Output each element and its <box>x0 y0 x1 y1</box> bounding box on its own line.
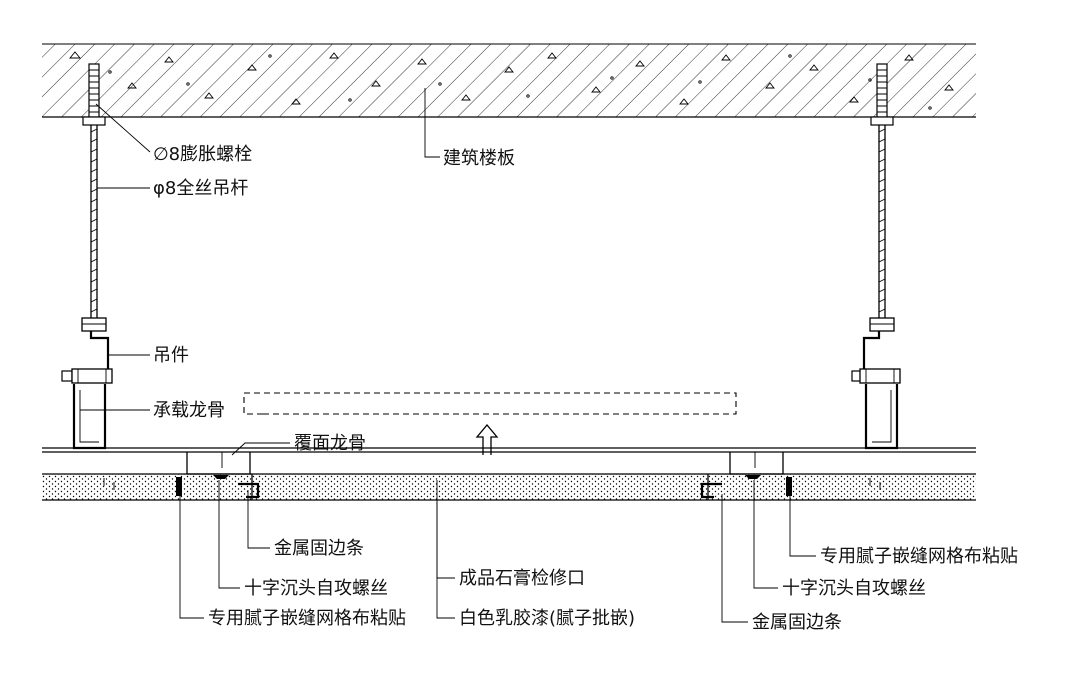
label-mesh-tape-right: 专用腻子嵌缝网格布粘贴 <box>820 546 1018 567</box>
right-hanger-assembly <box>851 63 901 450</box>
left-hanger-assembly <box>61 63 113 450</box>
gypsum-board-layer <box>42 473 976 501</box>
labels: ∅8膨胀螺栓 φ8全丝吊杆 建筑楼板 吊件 承载龙骨 覆面龙骨 金属固边条 十字… <box>153 144 1018 633</box>
label-expansion-bolt: ∅8膨胀螺栓 <box>153 144 252 165</box>
label-cover-keel: 覆面龙骨 <box>294 433 366 454</box>
label-floor-slab: 建筑楼板 <box>443 148 515 169</box>
label-main-keel: 承载龙骨 <box>153 400 225 421</box>
label-latex-paint: 白色乳胶漆(腻子批嵌) <box>459 608 635 629</box>
leader-lines <box>80 88 816 623</box>
label-metal-edge-strip-left: 金属固边条 <box>274 538 364 559</box>
label-cross-screw-left: 十字沉头自攻螺丝 <box>244 578 388 599</box>
floor-slab <box>42 43 976 118</box>
label-hanger: 吊件 <box>153 345 189 366</box>
cover-keels <box>42 447 976 475</box>
label-mesh-tape-left: 专用腻子嵌缝网格布粘贴 <box>208 608 406 629</box>
label-threaded-rod: φ8全丝吊杆 <box>153 178 248 199</box>
access-panel-lifted <box>243 392 737 455</box>
label-metal-edge-strip-right: 金属固边条 <box>752 612 842 633</box>
label-cross-screw-right: 十字沉头自攻螺丝 <box>782 578 926 599</box>
label-access-panel: 成品石膏检修口 <box>459 567 585 589</box>
